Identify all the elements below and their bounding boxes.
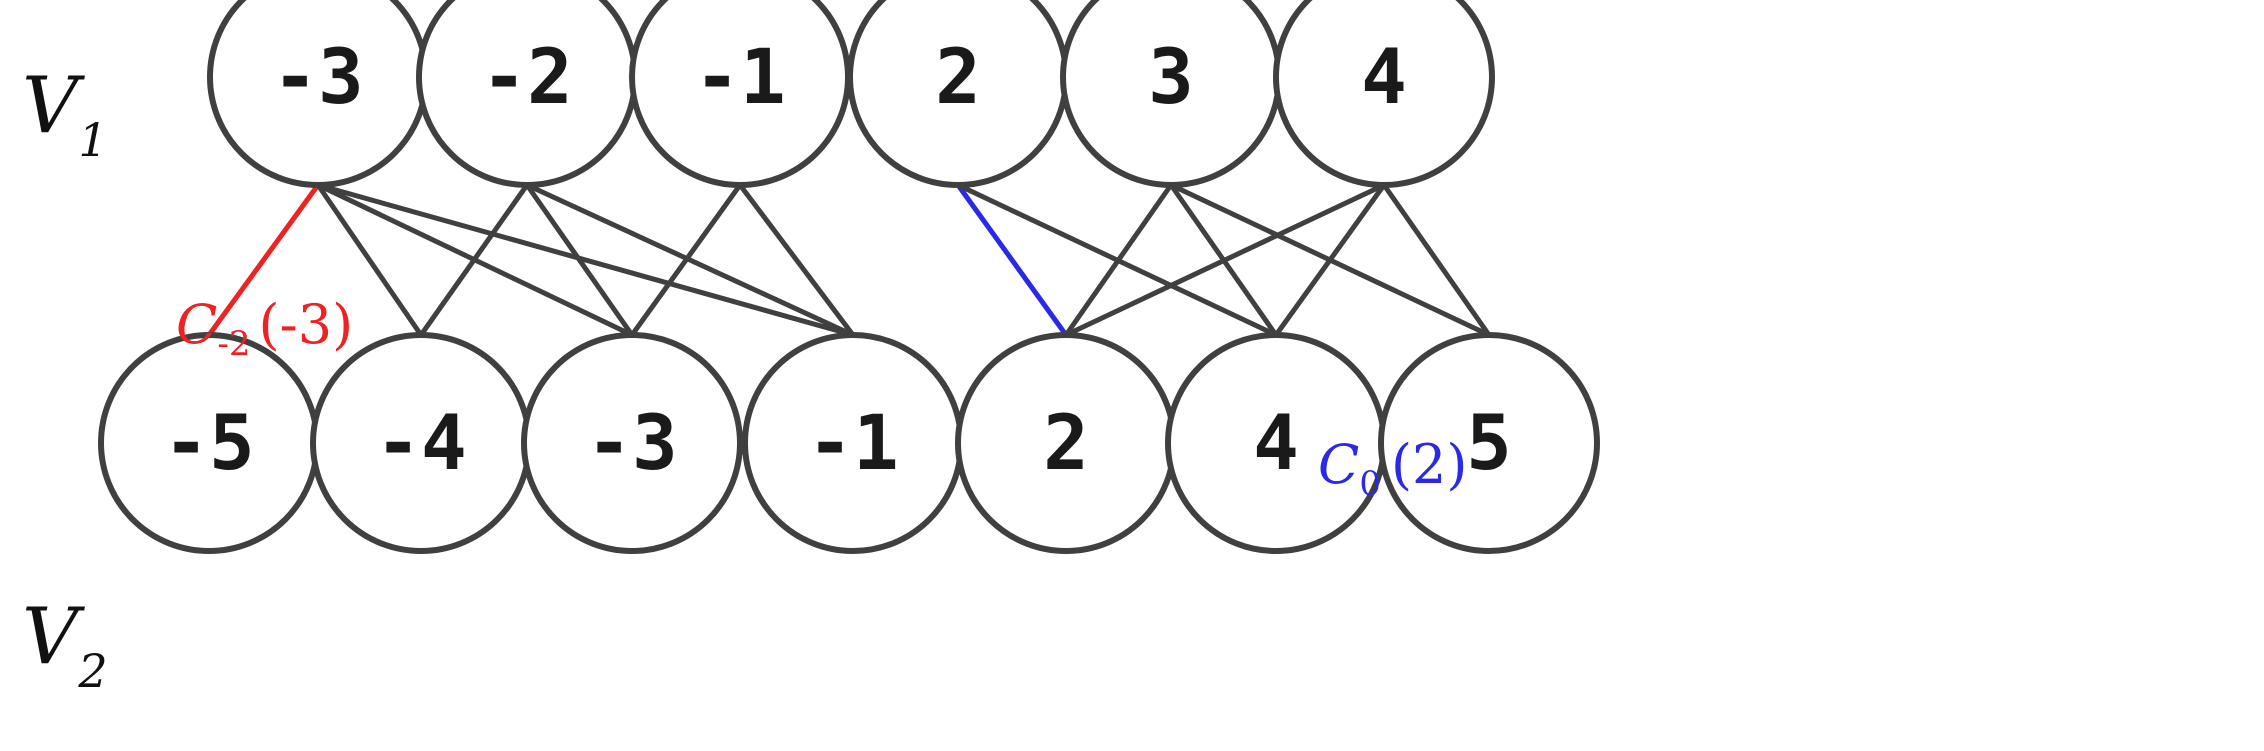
- annotation-blue-letter: C: [1318, 433, 1359, 496]
- top-node: 2: [847, 0, 1069, 188]
- edge: [317, 182, 854, 338]
- edge: [1064, 182, 1386, 338]
- bottom-node: -3: [521, 332, 743, 554]
- edge: [525, 182, 855, 338]
- annotation-blue-subscript: 0: [1359, 464, 1381, 504]
- top-node-label: -2: [481, 32, 573, 121]
- edge: [418, 183, 530, 337]
- bottom-node-label: -5: [163, 398, 255, 487]
- edges-layer: [206, 182, 1492, 338]
- annotation-red-argument: (-3): [258, 293, 353, 356]
- set-label-v1: V1: [22, 61, 108, 167]
- bottom-node: -5: [98, 332, 320, 554]
- annotation-c-0: C0(2): [1318, 433, 1467, 504]
- annotation-blue-argument: (2): [1391, 433, 1468, 496]
- bottom-node: 2: [955, 332, 1177, 554]
- edge-highlight-red: [206, 183, 321, 337]
- bottom-node: 5: [1378, 332, 1600, 554]
- annotation-red-subscript: -2: [217, 324, 250, 364]
- bottom-node-label: 4: [1253, 398, 1299, 487]
- bottom-node: -4: [310, 332, 532, 554]
- bottom-node-label: 5: [1466, 398, 1512, 487]
- top-node: -3: [207, 0, 429, 188]
- bottom-node-label: -3: [586, 398, 678, 487]
- top-node: -1: [629, 0, 851, 188]
- nodes-layer: -3 -2 -1 2 3 4 -5 -4 -3 -1 2 4 5: [98, 0, 1600, 554]
- top-node: -2: [416, 0, 638, 188]
- edge: [315, 183, 424, 337]
- edge: [1273, 183, 1387, 337]
- top-node-label: 4: [1361, 32, 1407, 121]
- top-node-label: -1: [694, 32, 786, 121]
- annotation-red-letter: C: [176, 293, 217, 356]
- top-node-circle: [1273, 0, 1495, 188]
- bottom-node-label: -4: [375, 398, 467, 487]
- edge: [1063, 183, 1174, 337]
- top-node: 3: [1060, 0, 1282, 188]
- set-label-v2-subscript: 2: [77, 644, 107, 698]
- edge: [629, 183, 743, 337]
- edge-highlight-blue: [955, 183, 1069, 337]
- set-label-v2: V2: [22, 592, 108, 698]
- bottom-node-label: -1: [807, 398, 899, 487]
- bottom-node: -1: [742, 332, 964, 554]
- bottom-node-label: 2: [1043, 398, 1089, 487]
- edge: [1381, 183, 1492, 337]
- edge: [738, 183, 855, 337]
- edge: [524, 183, 635, 337]
- set-label-v1-letter: V: [22, 61, 85, 151]
- top-node-label: 3: [1148, 32, 1194, 121]
- top-node-label: -3: [272, 32, 364, 121]
- bottom-node-circle: [521, 332, 743, 554]
- annotation-c-minus2: C-2(-3): [176, 293, 353, 364]
- bottom-node-circle: [1378, 332, 1600, 554]
- top-node: 4: [1273, 0, 1495, 188]
- set-label-v1-subscript: 1: [78, 113, 107, 167]
- set-label-v2-letter: V: [22, 592, 85, 682]
- top-node-label: 2: [935, 32, 981, 121]
